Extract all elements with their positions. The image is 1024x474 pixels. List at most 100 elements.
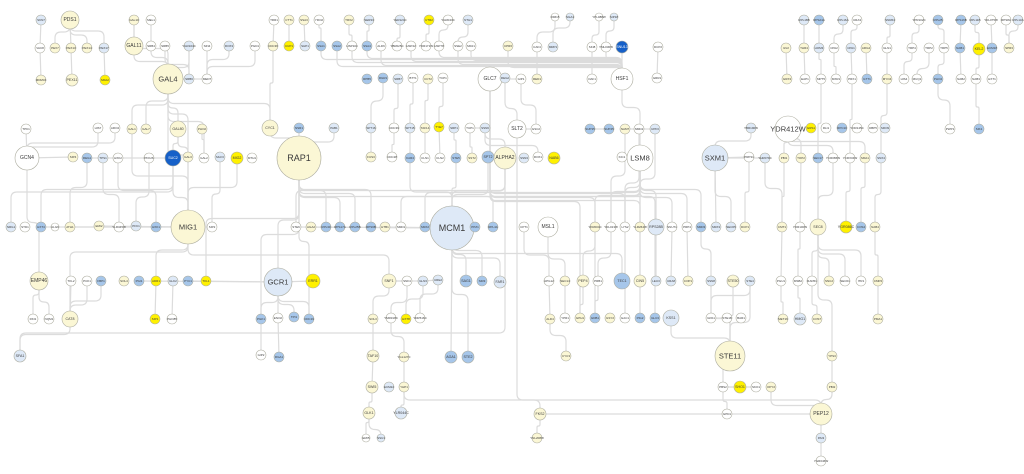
node-circle[interactable] xyxy=(334,221,346,233)
node-circle[interactable] xyxy=(65,42,77,54)
network-node-sec17[interactable]: SEC17 xyxy=(812,152,824,164)
node-circle[interactable] xyxy=(986,42,998,54)
network-node-nab4[interactable]: NAB4 xyxy=(869,221,881,233)
node-circle[interactable] xyxy=(35,14,47,26)
node-circle[interactable] xyxy=(196,123,208,135)
network-node-tpi1[interactable]: TPI1 xyxy=(288,311,300,323)
node-circle[interactable] xyxy=(305,273,321,289)
network-node-red1[interactable]: RED1 xyxy=(531,73,543,85)
network-node-rgr1[interactable]: RGR1 xyxy=(377,72,389,84)
node-circle[interactable] xyxy=(366,349,380,363)
network-node-pex17[interactable]: PEX17 xyxy=(98,42,110,54)
network-node-eap1[interactable]: EAP1 xyxy=(799,73,811,85)
network-node-hxt1[interactable]: HXT1 xyxy=(986,73,998,85)
network-node-glc3[interactable]: GLC3 xyxy=(649,312,661,324)
network-node-reg2[interactable]: REG2 xyxy=(499,72,511,84)
node-circle[interactable] xyxy=(745,122,757,134)
node-circle[interactable] xyxy=(735,312,747,324)
node-circle[interactable] xyxy=(149,313,161,325)
network-node-ure2[interactable]: URE2 xyxy=(432,274,444,286)
network-node-snu71[interactable]: SNU71 xyxy=(666,221,678,233)
node-circle[interactable] xyxy=(584,123,596,135)
node-circle[interactable] xyxy=(600,41,612,53)
network-node-snf4[interactable]: SNF4 xyxy=(401,275,413,287)
node-circle[interactable] xyxy=(739,221,751,233)
node-circle[interactable] xyxy=(198,152,210,164)
network-node-mdj1[interactable]: MDJ1 xyxy=(465,40,477,52)
network-node-cyc3[interactable]: CYC3 xyxy=(560,350,572,362)
node-circle[interactable] xyxy=(27,313,39,325)
network-node-ath1[interactable]: ATH1 xyxy=(64,221,76,233)
node-circle[interactable] xyxy=(532,151,544,163)
network-node-kar4[interactable]: KAR4 xyxy=(404,152,416,164)
network-node-rps28b[interactable]: RPS28B xyxy=(647,218,665,236)
network-node-rad51[interactable]: RAD51 xyxy=(806,275,818,287)
network-node-cct2[interactable]: CCT2 xyxy=(422,73,434,85)
network-node-pex14[interactable]: PEX14 xyxy=(81,42,93,54)
network-node-err1[interactable]: ERR1 xyxy=(305,273,321,289)
network-node-ydr100w[interactable]: YDR100W xyxy=(793,221,807,233)
network-node-yml030w[interactable]: YML030W xyxy=(599,41,613,53)
node-circle[interactable] xyxy=(721,312,733,324)
node-circle[interactable] xyxy=(633,123,645,135)
node-circle[interactable] xyxy=(615,40,629,54)
network-node-ssa1[interactable]: SSA1 xyxy=(315,40,327,52)
node-circle[interactable] xyxy=(414,312,426,324)
node-circle[interactable] xyxy=(404,122,416,134)
network-node-ssn3[interactable]: SSN3 xyxy=(518,152,530,164)
network-node-yer124c[interactable]: YER124C xyxy=(393,14,408,26)
node-circle[interactable] xyxy=(386,151,398,163)
network-node-rpl18b[interactable]: RPL18B xyxy=(798,14,810,26)
node-circle[interactable] xyxy=(518,221,530,233)
node-circle[interactable] xyxy=(682,275,694,287)
node-circle[interactable] xyxy=(124,36,144,56)
node-circle[interactable] xyxy=(985,14,997,26)
node-circle[interactable] xyxy=(422,73,434,85)
network-node-cat8[interactable]: CAT8 xyxy=(61,310,79,328)
node-circle[interactable] xyxy=(404,152,416,164)
node-circle[interactable] xyxy=(365,151,377,163)
node-circle[interactable] xyxy=(855,221,867,233)
network-node-sst2[interactable]: SST2 xyxy=(466,152,478,164)
node-circle[interactable] xyxy=(823,275,835,287)
network-node-fks2[interactable]: FKS2 xyxy=(533,407,547,421)
node-circle[interactable] xyxy=(49,42,61,54)
network-node-mel1[interactable]: MEL1 xyxy=(145,14,157,26)
network-node-sec14[interactable]: SEC14 xyxy=(559,275,571,287)
network-node-hsf1[interactable]: HSF1 xyxy=(610,67,634,91)
node-circle[interactable] xyxy=(647,218,665,236)
network-node-tkl2[interactable]: TKL2 xyxy=(65,275,77,287)
network-node-rps17a[interactable]: RPS17A xyxy=(334,221,346,233)
node-circle[interactable] xyxy=(434,152,446,164)
node-circle[interactable] xyxy=(493,146,517,170)
node-circle[interactable] xyxy=(385,312,397,324)
network-node-cyc1[interactable]: CYC1 xyxy=(261,119,279,137)
network-node-cdc36[interactable]: CDC36 xyxy=(267,40,279,52)
network-node-sxm1[interactable]: SXM1 xyxy=(701,144,729,172)
network-node-pbi2[interactable]: PBI2 xyxy=(826,381,838,393)
node-circle[interactable] xyxy=(303,313,315,325)
node-circle[interactable] xyxy=(743,151,755,163)
node-circle[interactable] xyxy=(778,152,790,164)
node-circle[interactable] xyxy=(432,274,444,286)
node-circle[interactable] xyxy=(793,312,807,326)
node-circle[interactable] xyxy=(815,432,827,444)
node-circle[interactable] xyxy=(230,151,244,165)
node-circle[interactable] xyxy=(616,151,628,163)
network-node-gcn4[interactable]: GCN4 xyxy=(14,145,40,171)
node-circle[interactable] xyxy=(515,73,527,85)
network-node-rps8a[interactable]: RPS8A xyxy=(1000,14,1012,26)
network-node-tkl1[interactable]: TKL1 xyxy=(200,275,212,287)
network-node-msb2[interactable]: MSB2 xyxy=(792,275,804,287)
network-node-gal11[interactable]: GAL11 xyxy=(124,36,144,56)
node-circle[interactable] xyxy=(462,14,474,26)
node-circle[interactable] xyxy=(954,42,966,54)
node-circle[interactable] xyxy=(383,381,395,393)
node-circle[interactable] xyxy=(530,123,542,135)
network-node-gip1[interactable]: GIP1 xyxy=(515,73,527,85)
network-node-sho1[interactable]: SHO1 xyxy=(733,380,747,394)
node-circle[interactable] xyxy=(419,122,431,134)
network-node-sip1[interactable]: SIP1 xyxy=(149,313,161,325)
network-node-rox1[interactable]: ROX1 xyxy=(532,151,544,163)
node-circle[interactable] xyxy=(99,74,111,86)
